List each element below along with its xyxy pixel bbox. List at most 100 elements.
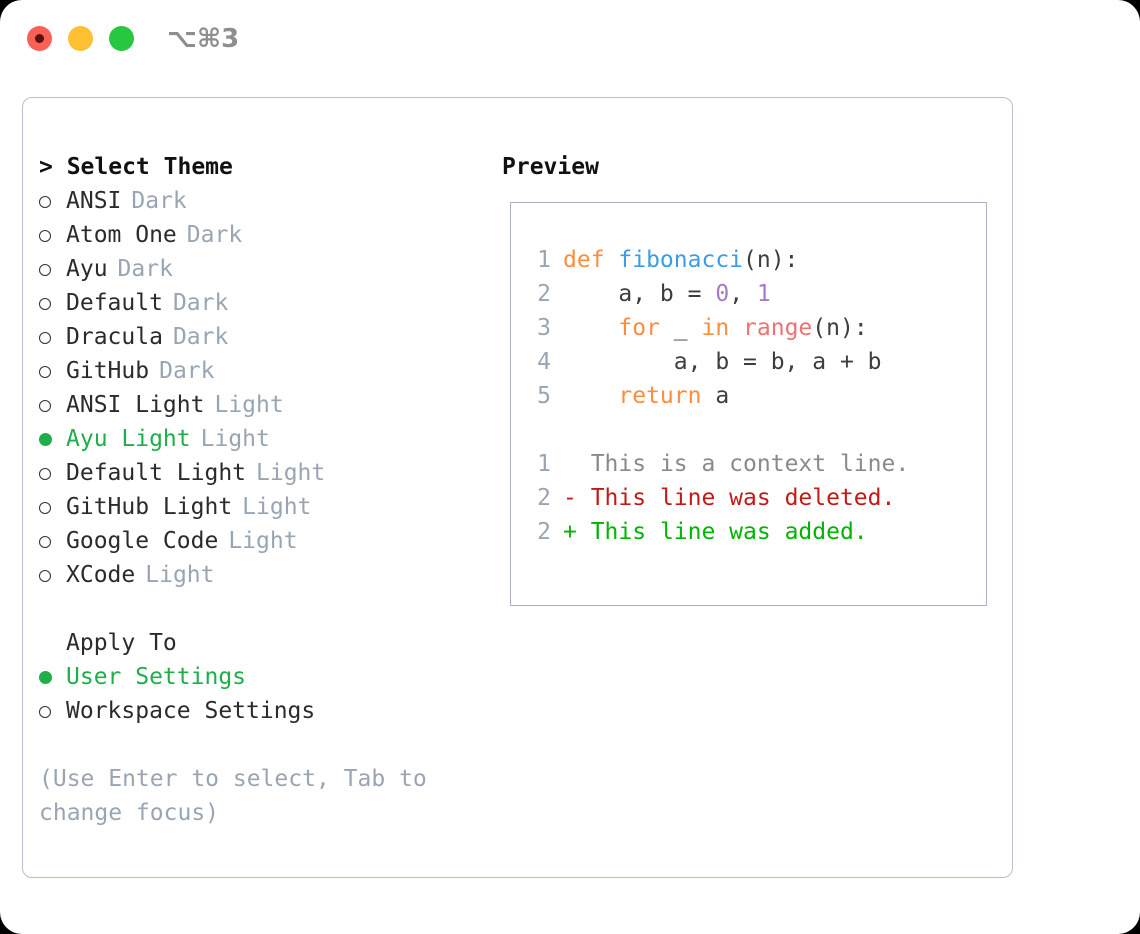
radio-dot [39, 400, 51, 412]
theme-name: Default [66, 290, 163, 316]
code-token: fibonacci [618, 247, 744, 273]
diff-line-del: 2- This line was deleted. [525, 481, 909, 515]
radio-unselected-icon [39, 355, 66, 389]
code-line: 2 a, b = 0, 1 [525, 277, 909, 311]
diff-line-ctx: 1 This is a context line. [525, 447, 909, 481]
code-token: def [563, 247, 619, 273]
radio-unselected-icon [39, 287, 66, 321]
diff-marker [563, 451, 577, 477]
code-token [563, 383, 618, 409]
title-bar: ⌥⌘3 [0, 0, 1140, 78]
hint-spacer [39, 728, 489, 762]
traffic-lights [27, 26, 134, 51]
apply-to-option-workspace-settings[interactable]: Workspace Settings [39, 694, 489, 728]
radio-unselected-icon [39, 253, 66, 287]
theme-kind-label: Dark [131, 188, 187, 214]
line-number: 5 [537, 383, 551, 409]
code-token: in [701, 315, 730, 341]
diff-marker: - [563, 485, 577, 511]
code-token [563, 315, 618, 341]
code-token: , [729, 281, 757, 307]
select-theme-heading: > Select Theme [39, 154, 233, 180]
diff-text: This line was added. [576, 519, 868, 545]
radio-dot [39, 706, 51, 718]
theme-option-github-light[interactable]: GitHub Light Light [39, 490, 489, 524]
line-number: 3 [537, 315, 551, 341]
code-line: 4 a, b = b, a + b [525, 345, 909, 379]
code-token: _ [659, 315, 702, 341]
keyboard-shortcut-label: ⌥⌘3 [167, 24, 240, 54]
section-spacer [39, 592, 489, 626]
theme-name: GitHub Light [66, 494, 233, 520]
theme-name: ANSI Light [66, 392, 205, 418]
code-line: 3 for _ in range(n): [525, 311, 909, 345]
theme-name: Default Light [66, 460, 247, 486]
theme-option-ansi[interactable]: ANSI Dark [39, 184, 489, 218]
diff-text: This is a context line. [576, 451, 910, 477]
diff-text: This line was deleted. [576, 485, 896, 511]
apply-to-option-user-settings[interactable]: User Settings [39, 660, 489, 694]
radio-unselected-icon [39, 491, 66, 525]
radio-unselected-icon [39, 457, 66, 491]
radio-dot [39, 230, 51, 242]
radio-dot [39, 196, 51, 208]
diff-marker: + [563, 519, 577, 545]
close-button[interactable] [27, 26, 52, 51]
code-token: 1 [756, 281, 771, 307]
theme-name: Google Code [66, 528, 219, 554]
radio-unselected-icon [39, 389, 66, 423]
theme-option-google-code[interactable]: Google Code Light [39, 524, 489, 558]
code-token: 0 [715, 281, 730, 307]
keyboard-hint-text: (Use Enter to select, Tab to change focu… [39, 766, 427, 826]
radio-dot [39, 433, 52, 446]
preview-heading: Preview [502, 154, 599, 180]
code-token: a, b = b, a + b [563, 349, 882, 375]
radio-dot [39, 468, 51, 480]
radio-unselected-icon [39, 525, 66, 559]
radio-dot [39, 536, 51, 548]
radio-dot [39, 502, 51, 514]
line-number: 1 [537, 451, 551, 477]
code-token: a, b = [563, 281, 716, 307]
theme-name: XCode [66, 562, 136, 588]
theme-name: Dracula [66, 324, 163, 350]
radio-selected-icon [39, 423, 66, 457]
apply-to-name: User Settings [66, 664, 247, 690]
radio-unselected-icon [39, 695, 66, 729]
apply-to-name: Workspace Settings [66, 698, 316, 724]
code-token [729, 315, 743, 341]
minimize-button[interactable] [68, 26, 93, 51]
radio-unselected-icon [39, 219, 66, 253]
theme-kind-label: Dark [159, 358, 215, 384]
maximize-button[interactable] [109, 26, 134, 51]
theme-kind-label: Light [242, 494, 312, 520]
code-token: a [701, 383, 730, 409]
radio-dot [39, 332, 51, 344]
code-blank-line [525, 413, 909, 447]
code-line: 5 return a [525, 379, 909, 413]
code-token: range [743, 315, 813, 341]
theme-name: ANSI [66, 188, 122, 214]
theme-kind-label: Light [228, 528, 298, 554]
radio-unselected-icon [39, 559, 66, 593]
apply-to-heading: Apply To [66, 630, 177, 656]
theme-kind-label: Light [200, 426, 270, 452]
line-number: 2 [537, 519, 551, 545]
